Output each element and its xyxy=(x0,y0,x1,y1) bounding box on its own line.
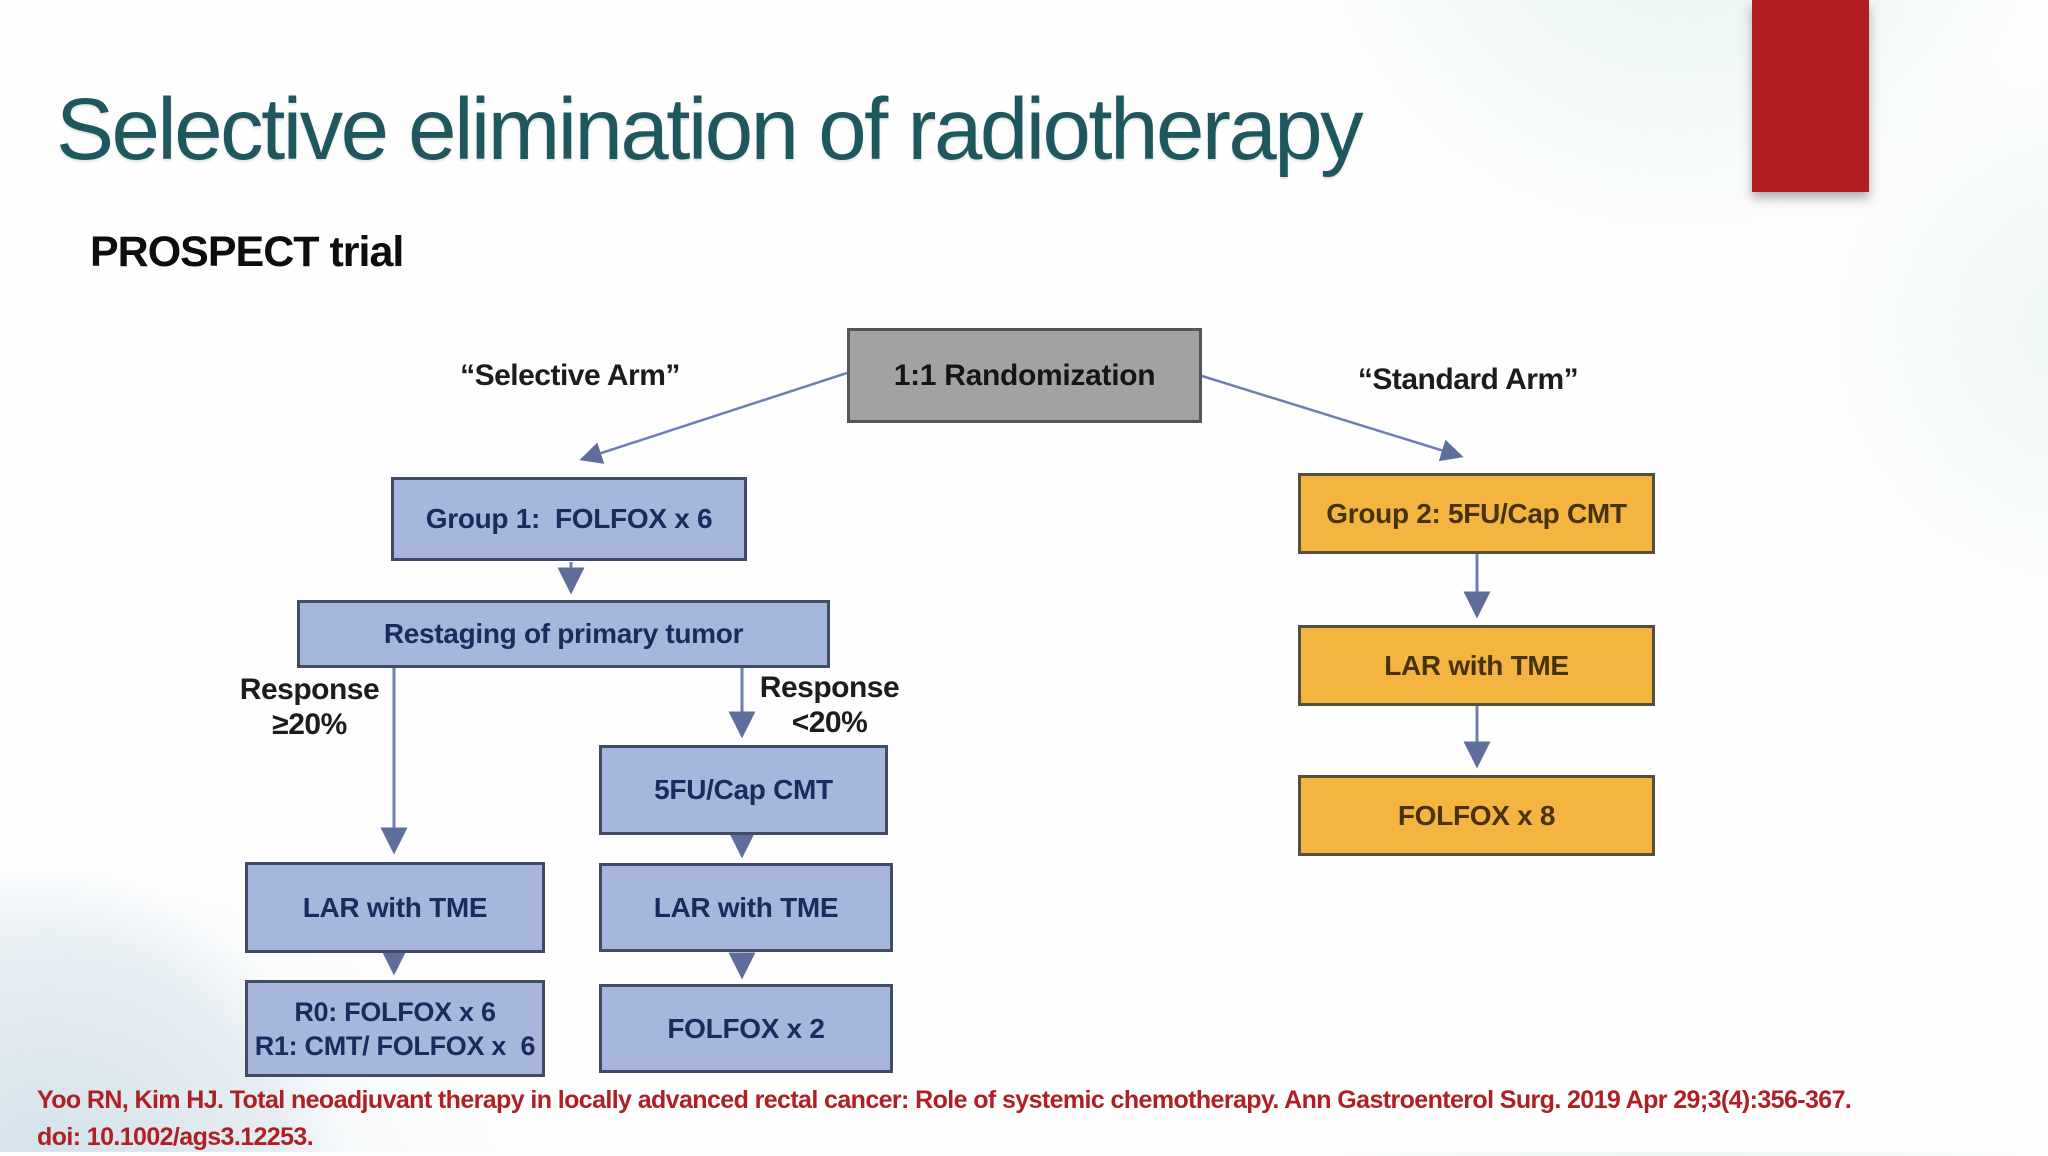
node-5fu-cap-cmt: 5FU/Cap CMT xyxy=(599,745,888,835)
node-folfox-x8: FOLFOX x 8 xyxy=(1298,775,1655,856)
response-lt20-label: Response <20% xyxy=(759,671,900,739)
node-folfox-x2: FOLFOX x 2 xyxy=(599,984,893,1073)
response-ge20-label: Response ≥20% xyxy=(239,673,380,741)
standard-arm-label: “Standard Arm” xyxy=(1357,363,1579,396)
node-randomization: 1:1 Randomization xyxy=(847,328,1202,423)
node-lar-tme-mid: LAR with TME xyxy=(599,863,893,952)
citation-line-1: Yoo RN, Kim HJ. Total neoadjuvant therap… xyxy=(37,1086,1852,1114)
citation-line-2: doi: 10.1002/ags3.12253. xyxy=(37,1123,314,1151)
slide-subtitle: PROSPECT trial xyxy=(90,228,404,276)
citation: Yoo RN, Kim HJ. Total neoadjuvant therap… xyxy=(37,1082,2032,1156)
selective-arm-label: “Selective Arm” xyxy=(460,359,680,392)
red-accent-banner xyxy=(1752,0,1869,192)
node-r0-r1-folfox: R0: FOLFOX x 6 R1: CMT/ FOLFOX x 6 xyxy=(245,980,545,1077)
node-restaging: Restaging of primary tumor xyxy=(297,600,830,668)
arrow-randomization-to-group2 xyxy=(1201,374,1464,462)
node-lar-tme-left: LAR with TME xyxy=(245,862,545,953)
arrow-randomization-to-group1 xyxy=(579,371,848,464)
slide-title: Selective elimination of radiotherapy xyxy=(56,81,1364,179)
node-lar-tme-right: LAR with TME xyxy=(1298,625,1655,706)
node-group1-folfox: Group 1: FOLFOX x 6 xyxy=(391,477,747,561)
node-group2-cmt: Group 2: 5FU/Cap CMT xyxy=(1298,473,1655,554)
